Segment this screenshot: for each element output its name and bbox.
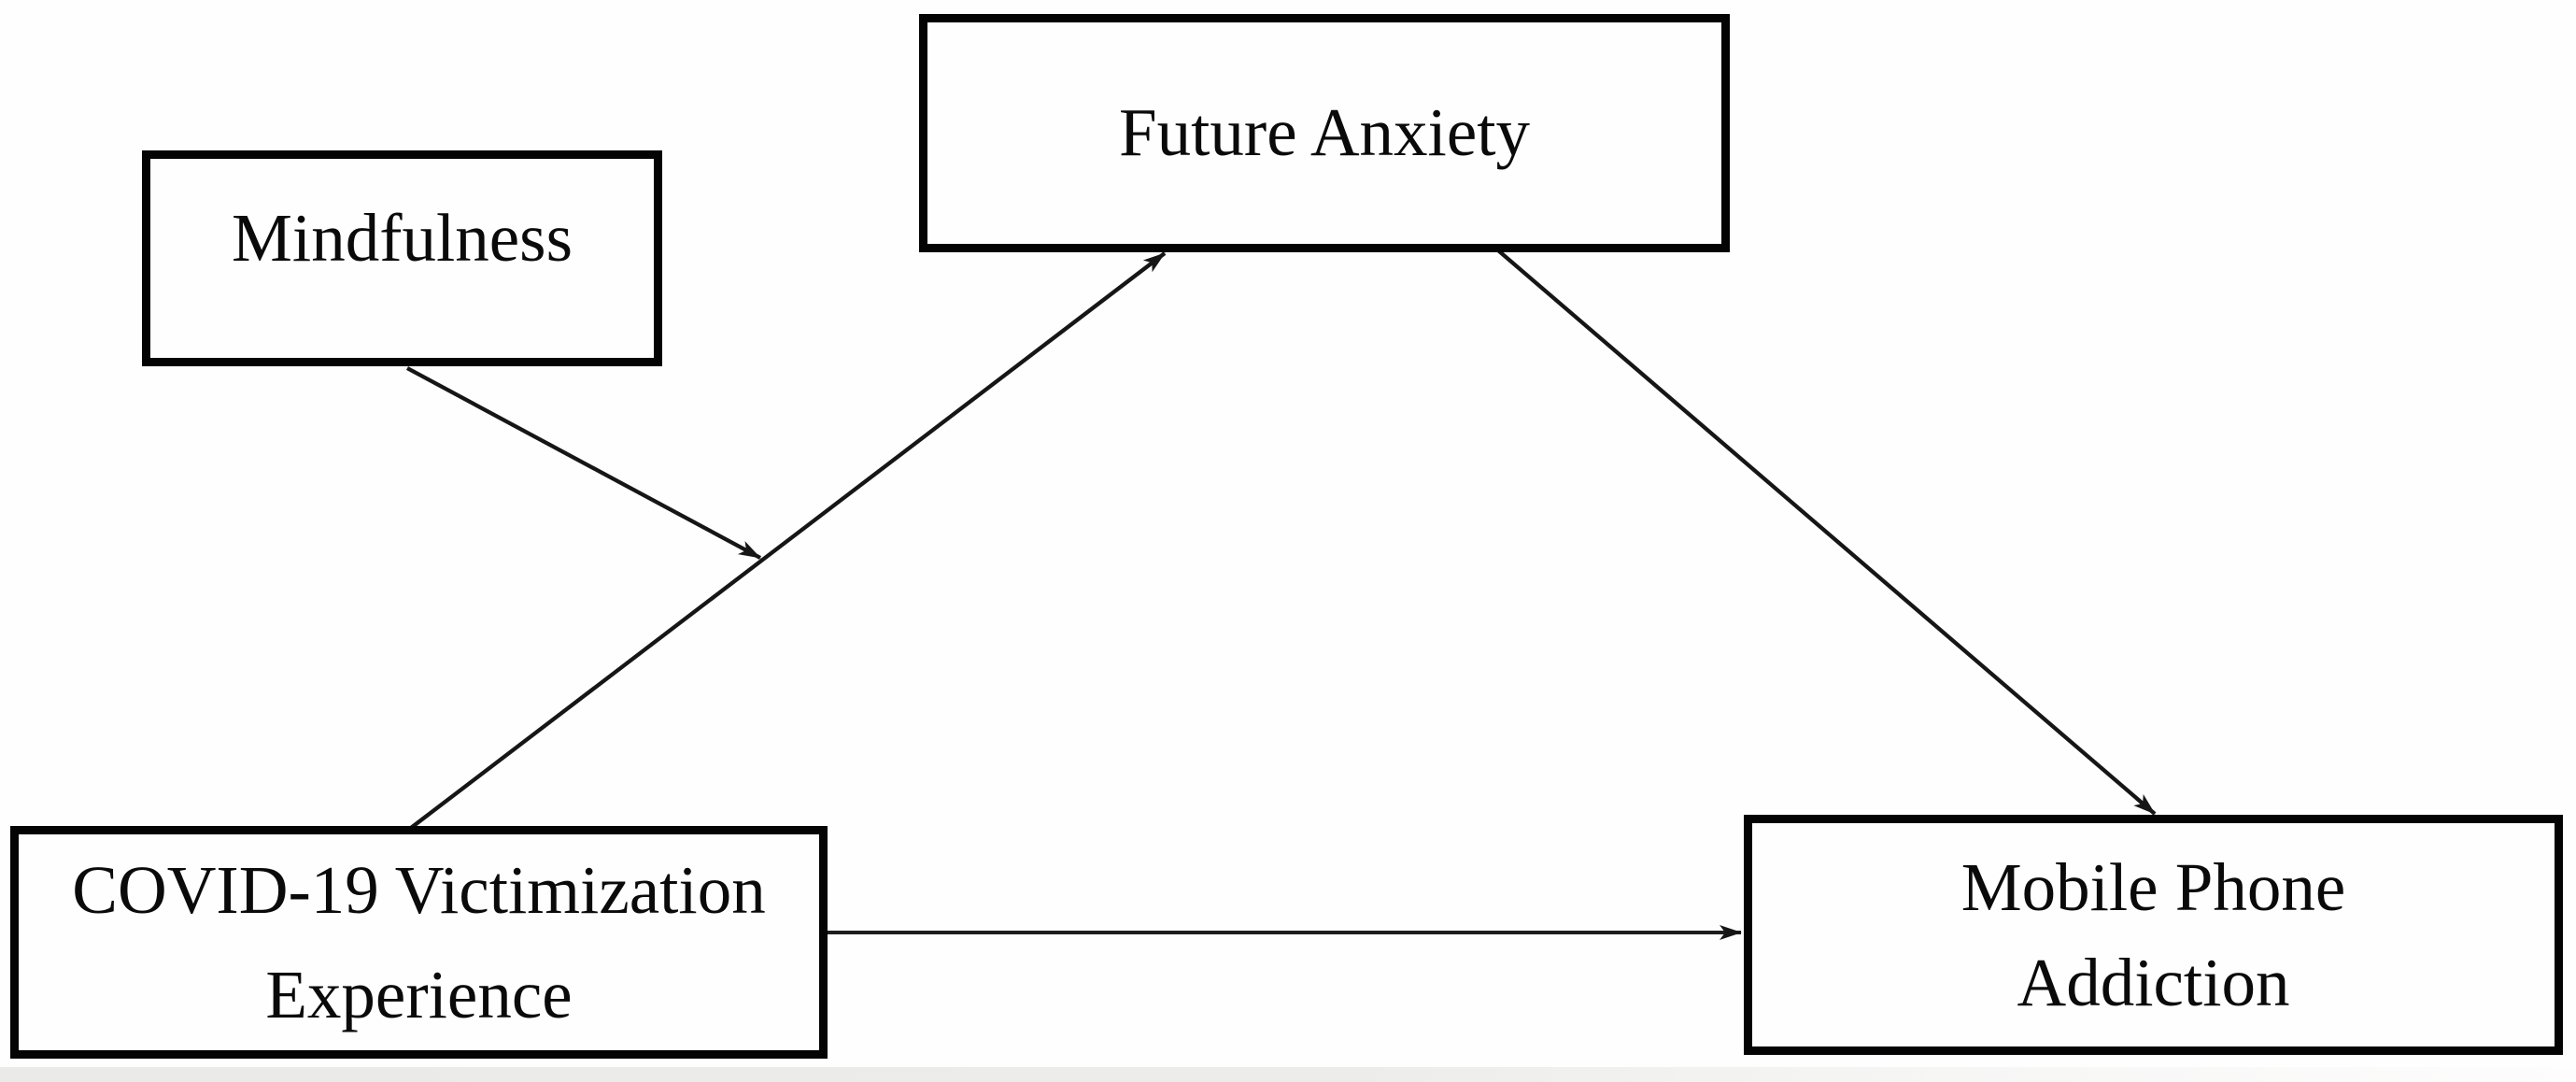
node-covid-label-line2: Experience: [265, 956, 573, 1032]
node-future-anxiety-label: Future Anxiety: [1119, 94, 1530, 171]
node-covid-victimization: COVID-19 Victimization Experience: [10, 826, 828, 1059]
arrow-mindfulness-moderation: [405, 366, 762, 560]
node-mobile-phone-addiction: Mobile Phone Addiction: [1744, 815, 2563, 1055]
arrow-future-anxiety-to-mobile: [1496, 249, 2157, 816]
arrow-covid-to-future-anxiety: [409, 251, 1167, 830]
node-mobile-label-line2: Addiction: [2017, 944, 2290, 1020]
node-mindfulness-label: Mindfulness: [232, 200, 573, 277]
cropped-bottom-remnant-band: [0, 1067, 2576, 1082]
node-covid-label-line1: COVID-19 Victimization: [72, 851, 766, 928]
node-mindfulness: Mindfulness: [142, 150, 662, 366]
node-future-anxiety: Future Anxiety: [919, 14, 1730, 252]
node-mobile-label-line1: Mobile Phone: [1960, 848, 2346, 925]
